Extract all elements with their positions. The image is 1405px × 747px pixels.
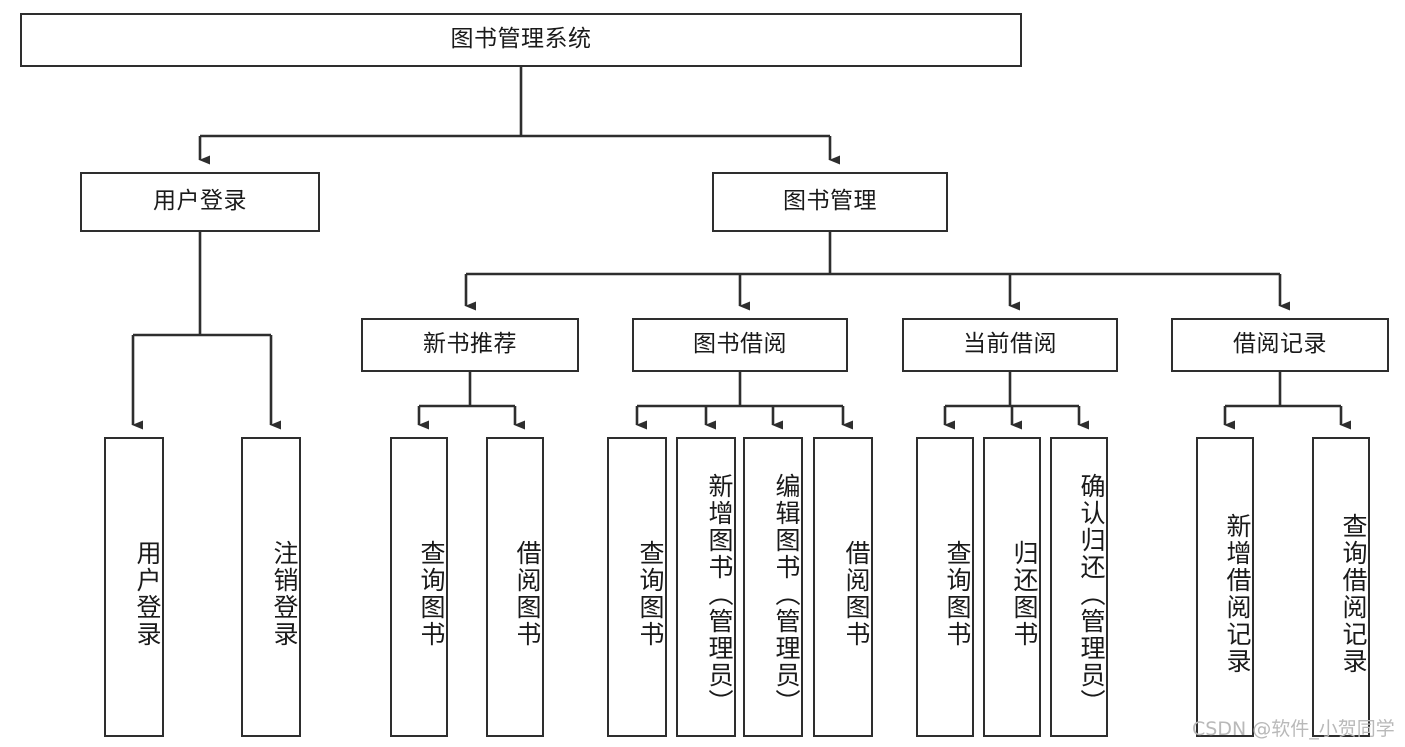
leaf-node-7[interactable]: 借阅图书 bbox=[813, 437, 873, 737]
node-label: 图书管理系统 bbox=[450, 26, 592, 53]
leaf-node-3[interactable]: 借阅图书 bbox=[486, 437, 544, 737]
node-label: 图书管理 bbox=[783, 188, 877, 215]
leaf-node-5[interactable]: 新增图书（管理员） bbox=[676, 437, 736, 737]
level3-node-0[interactable]: 新书推荐 bbox=[361, 318, 579, 372]
node-label: 借阅记录 bbox=[1233, 331, 1327, 358]
node-label: 用户登录 bbox=[133, 540, 162, 648]
node-label: 新增借阅记录 bbox=[1223, 513, 1252, 675]
level3-node-1[interactable]: 图书借阅 bbox=[632, 318, 848, 372]
leaf-node-10[interactable]: 确认归还（管理员） bbox=[1050, 437, 1108, 737]
node-label: 注销登录 bbox=[270, 540, 299, 648]
node-label: 用户登录 bbox=[153, 188, 247, 215]
leaf-node-12[interactable]: 查询借阅记录 bbox=[1312, 437, 1370, 737]
level2-node-0[interactable]: 用户登录 bbox=[80, 172, 320, 232]
node-label: 查询图书 bbox=[636, 540, 665, 648]
leaf-node-1[interactable]: 注销登录 bbox=[241, 437, 301, 737]
leaf-node-6[interactable]: 编辑图书（管理员） bbox=[743, 437, 803, 737]
node-label: 查询图书 bbox=[943, 540, 972, 648]
leaf-node-4[interactable]: 查询图书 bbox=[607, 437, 667, 737]
leaf-node-2[interactable]: 查询图书 bbox=[390, 437, 448, 737]
node-label: 借阅图书 bbox=[513, 540, 542, 648]
csdn-watermark: CSDN @软件_小贺同学 bbox=[1192, 718, 1395, 740]
node-label: 归还图书 bbox=[1010, 540, 1039, 648]
level3-node-3[interactable]: 借阅记录 bbox=[1171, 318, 1389, 372]
root-node[interactable]: 图书管理系统 bbox=[20, 13, 1022, 67]
node-label: 确认归还（管理员） bbox=[1077, 472, 1106, 716]
node-label: 查询图书 bbox=[417, 540, 446, 648]
level3-node-2[interactable]: 当前借阅 bbox=[902, 318, 1118, 372]
leaf-node-0[interactable]: 用户登录 bbox=[104, 437, 164, 737]
node-label: 当前借阅 bbox=[963, 331, 1057, 358]
node-label: 查询借阅记录 bbox=[1339, 513, 1368, 675]
node-label: 图书借阅 bbox=[693, 331, 787, 358]
node-label: 借阅图书 bbox=[842, 540, 871, 648]
leaf-node-11[interactable]: 新增借阅记录 bbox=[1196, 437, 1254, 737]
node-label: 新增图书（管理员） bbox=[705, 472, 734, 716]
node-label: 编辑图书（管理员） bbox=[772, 472, 801, 716]
leaf-node-9[interactable]: 归还图书 bbox=[983, 437, 1041, 737]
leaf-node-8[interactable]: 查询图书 bbox=[916, 437, 974, 737]
level2-node-1[interactable]: 图书管理 bbox=[712, 172, 948, 232]
node-label: 新书推荐 bbox=[423, 331, 517, 358]
